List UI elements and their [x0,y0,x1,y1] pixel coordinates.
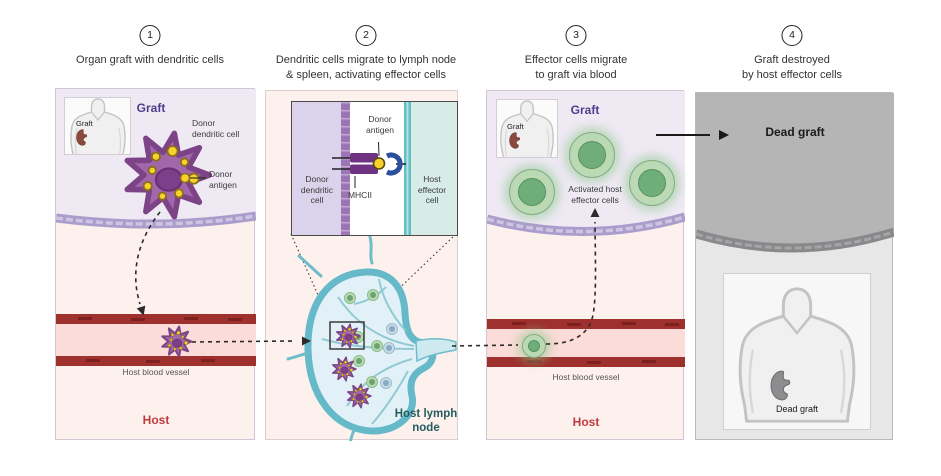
panel-1-graft-inset: Graft [64,97,131,155]
panel-3-host-label: Host [572,415,600,429]
panel-2-lymph-node: Donor antigen MHCII Donor dendritic cell… [265,90,458,441]
magnified-region-outline [329,321,365,350]
panel-1-graft-title: Graft [136,101,166,115]
panel-3-host-blood-vessel-label: Host blood vessel [552,372,620,382]
step-3-number-badge: 3 [565,25,587,46]
panel-1-organ-graft: Graft Graft Donor dendritic cell Donor a… [55,88,256,440]
panel-1-host-label: Host [142,413,170,427]
patient-torso-icon [500,100,554,157]
panel-3-inset-graft-label: Graft [507,122,524,131]
activated-effector-cell-icon [569,132,615,178]
panel-3-graft-title: Graft [570,103,600,117]
step-4-label: Graft destroyed by host effector cells [741,54,843,81]
patient-torso-icon [70,98,126,154]
step-4-number-badge: 4 [781,25,803,46]
panel-4-inset-dead-graft-label: Dead graft [775,404,819,414]
panel-3-effector-migration: Graft Graft Activated host effector cell… [486,90,685,440]
step-2-number-badge: 2 [355,25,377,46]
activated-effector-cell-icon [509,169,555,215]
panel-1-inset-graft-label: Graft [76,119,93,128]
host-effector-cell-region [411,102,457,235]
host-lymph-node-label: Host lymph node [394,408,458,435]
mhcii-label: MHCII [347,190,373,200]
effector-cell-membrane [404,102,411,235]
donor-antigen-label: Donor antigen [209,169,237,190]
activated-effector-cell-icon [629,160,675,206]
mag-host-effector-cell-label: Host effector cell [417,174,447,206]
step-3-label: Effector cells migrate to graft via bloo… [524,54,628,81]
activated-host-effector-cells-label: Activated host effector cells [568,184,622,205]
mag-donor-antigen-label: Donor antigen [366,114,394,135]
panel-4-dead-graft-inset: Dead graft [723,273,871,430]
donor-dendritic-cell-label: Donor dendritic cell [192,118,240,139]
synapse-magnified-view: Donor antigen MHCII Donor dendritic cell… [291,101,458,236]
mhc-tcr-icon [332,141,406,188]
mag-donor-dendritic-cell-label: Donor dendritic cell [300,174,334,206]
dead-graft-title: Dead graft [765,125,825,139]
effector-cell-in-vessel-icon [522,334,546,358]
step-1-label: Organ graft with dendritic cells [76,54,224,66]
panel-4-artwork [696,93,894,253]
panel-2-artwork [286,233,457,441]
panel-3-graft-inset: Graft [496,99,558,158]
host-lymph-node-icon [286,235,457,441]
panel-1-host-blood-vessel-label: Host blood vessel [122,367,190,377]
naive-cells-in-node-icon [380,323,398,389]
panel-4-dead-graft: Dead graft Dead graft [695,92,894,440]
step-1-number-badge: 1 [139,25,161,46]
step-2-label: Dendritic cells migrate to lymph node & … [275,54,457,81]
